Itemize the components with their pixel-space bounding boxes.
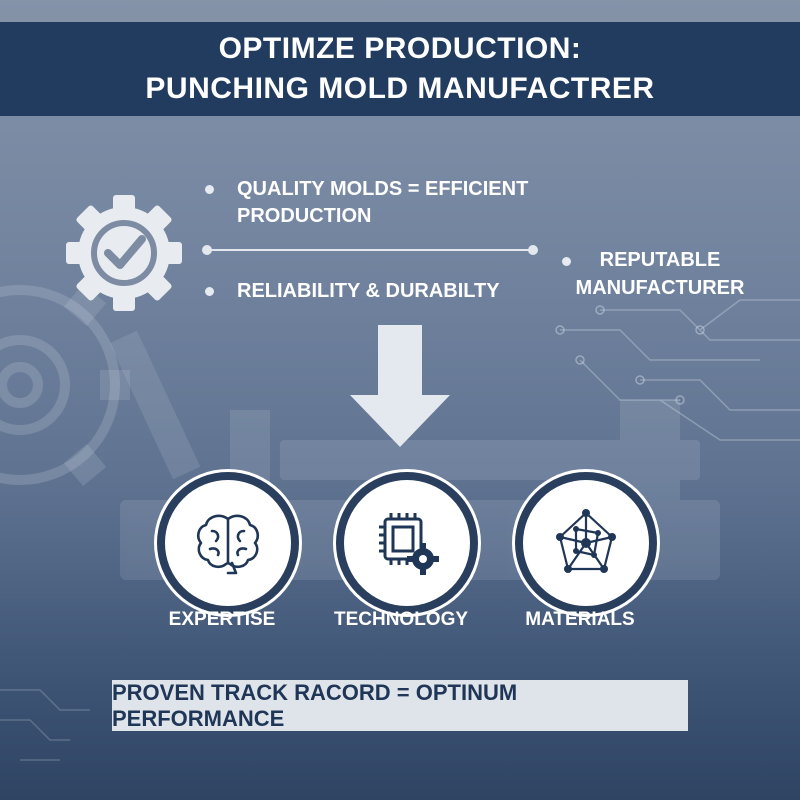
bullet-dot — [205, 185, 214, 194]
technology-label: TECHNOLOGY — [333, 609, 469, 630]
gear-check-icon — [66, 195, 182, 311]
chip-gear-icon — [379, 513, 439, 575]
bullet-dot — [562, 257, 571, 266]
expertise-circle — [157, 472, 299, 614]
title-line-2: PUNCHING MOLD MANUFACTRER — [145, 72, 655, 105]
expertise-label: EXPERTISE — [168, 609, 276, 630]
materials-circle — [515, 472, 657, 614]
reputable-manufacturer-label: REPUTABLE MANUFACTURER — [560, 246, 760, 302]
footer-banner: PROVEN TRACK RACORD = OPTINUM PERFORMANC… — [112, 680, 688, 731]
title-banner: OPTIMZE PRODUCTION: PUNCHING MOLD MANUFA… — [0, 22, 800, 116]
title-line-1: OPTIMZE PRODUCTION: — [218, 32, 582, 65]
molecule-network-icon — [556, 509, 616, 573]
materials-label: MATERIALS — [525, 609, 635, 630]
bullet-reliability: RELIABILITY & DURABILTY — [205, 278, 500, 305]
bullet-quality-molds: QUALITY MOLDS = EFFICIENT PRODUCTION — [205, 176, 528, 230]
bullet-dot — [205, 287, 214, 296]
technology-circle — [336, 472, 478, 614]
down-arrow-icon — [350, 325, 450, 447]
connector-line — [202, 245, 538, 255]
footer-text: PROVEN TRACK RACORD = OPTINUM PERFORMANC… — [112, 679, 518, 731]
brain-icon — [196, 514, 260, 575]
